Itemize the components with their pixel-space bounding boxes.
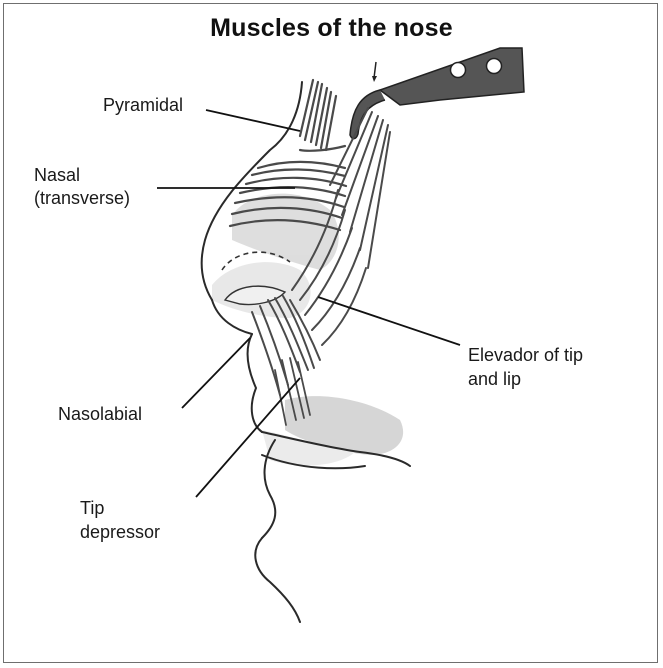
nasolabial-leader <box>182 338 250 408</box>
label-pyramidal: Pyramidal <box>103 94 183 116</box>
label-elevador-and-lip: and lip <box>468 368 521 390</box>
label-nasal: Nasal <box>34 164 80 186</box>
elevador-leader <box>318 297 460 345</box>
pyramidal-muscle <box>300 80 336 150</box>
label-nasolabial: Nasolabial <box>58 403 142 425</box>
retractor-hook-icon <box>350 48 524 139</box>
pyramidal-leader <box>206 110 300 131</box>
label-elevador: Elevador of tip <box>468 344 583 366</box>
label-tip: Tip <box>80 497 104 519</box>
label-depressor: depressor <box>80 521 160 543</box>
label-nasal-transverse: (transverse) <box>34 187 130 209</box>
